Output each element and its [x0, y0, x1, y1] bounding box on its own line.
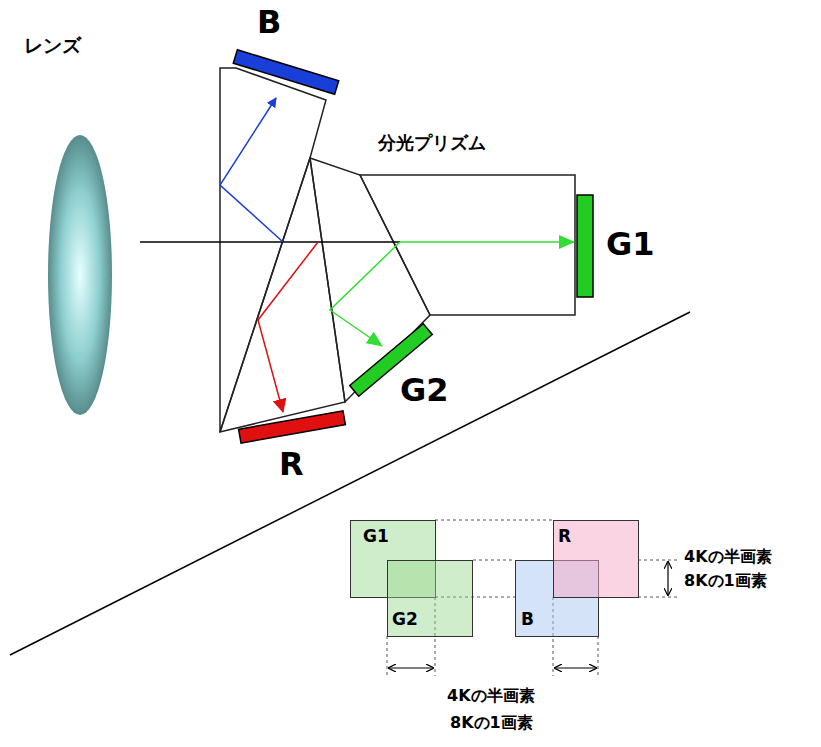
sensor-label: G2	[400, 374, 449, 406]
blue-ray	[220, 98, 283, 242]
optical-axis	[140, 241, 400, 243]
dimension-label: 8Kの1画素	[684, 573, 767, 589]
sensor-label: R	[279, 448, 304, 480]
pixel-label: R	[558, 528, 571, 545]
dimension-label: 8Kの1画素	[450, 715, 533, 731]
lens-label: レンズ	[24, 36, 81, 55]
pixel-label: G2	[392, 611, 418, 628]
sensor-label: G1	[606, 228, 655, 260]
lens	[48, 135, 112, 415]
dimension-label: 4Kの半画素	[447, 688, 535, 704]
pixel-square-g2: G2	[387, 560, 473, 637]
prism-label: 分光プリズム	[378, 134, 486, 152]
sensor-g1	[577, 195, 593, 297]
pixel-square-r: R	[553, 520, 639, 598]
green-ray	[330, 242, 400, 346]
sensor-label: B	[257, 6, 281, 38]
pixel-label: G1	[363, 528, 389, 545]
pixel-label: B	[521, 611, 534, 628]
sensor-b	[233, 50, 338, 94]
separator-line	[10, 312, 690, 655]
dimension-label: 4Kの半画素	[684, 549, 772, 565]
red-ray	[258, 242, 318, 412]
green-ray	[400, 241, 574, 243]
sensor-r	[239, 411, 346, 443]
prism-outline	[220, 68, 575, 432]
